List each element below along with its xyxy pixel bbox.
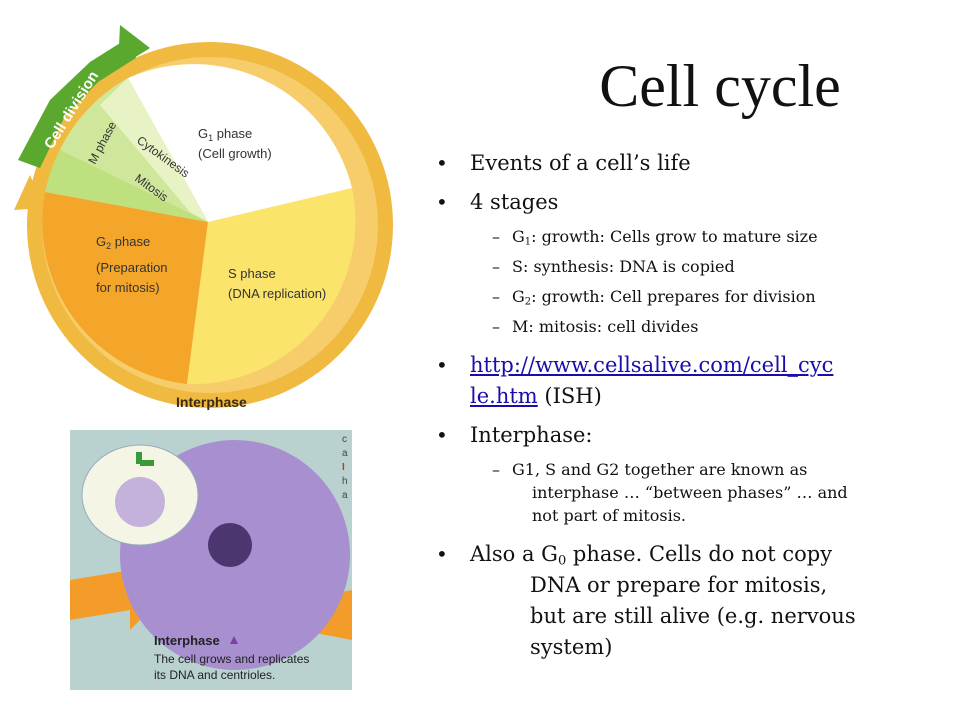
sub-dash: – — [492, 460, 500, 479]
cell-division-arrow — [18, 38, 136, 168]
sub-dash: – — [492, 287, 500, 306]
edge-text-1: a — [342, 448, 348, 459]
photo-caption-title: Interphase — [154, 633, 220, 648]
triangle-marker-icon — [230, 636, 238, 644]
bullet-dot: • — [436, 190, 448, 214]
micrograph-nucleus — [208, 523, 252, 567]
bullet-interphase: • Interphase: — [436, 420, 940, 451]
sub-dash: – — [492, 317, 500, 336]
sub-g2: – G2: growth: Cell prepares for division — [492, 287, 816, 308]
sub-interphase-def: – G1, S and G2 together are known as int… — [492, 460, 848, 525]
cytokinesis-sector — [100, 78, 208, 222]
g2-phase-desc-line2: for mitosis) — [96, 280, 160, 295]
g1-phase-desc: (Cell growth) — [198, 146, 272, 161]
g2-phase-desc-line1: (Preparation — [96, 260, 168, 275]
bullet-dot: • — [436, 542, 448, 566]
edge-text-4: a — [342, 490, 348, 501]
interphase-label: Interphase — [176, 394, 247, 410]
bullet-interphase-text: Interphase: — [470, 423, 593, 447]
s-phase-sector — [187, 188, 356, 385]
g2-phase-label: G2 phase — [96, 234, 150, 251]
bullet-dot: • — [436, 353, 448, 377]
sub-s: – S: synthesis: DNA is copied — [492, 257, 735, 276]
sub-dash: – — [492, 227, 500, 246]
page-title: Cell cycle — [599, 53, 841, 119]
bullet-list: • Events of a cell’s life • 4 stages – G… — [436, 140, 940, 663]
cell-cycle-diagram: Cell division M phase Cytokinesis Mitosi… — [14, 25, 393, 410]
edge-text-0: c — [342, 434, 347, 445]
bullet-g0: • Also a G0 phase. Cells do not copy DNA… — [436, 539, 940, 663]
g1-phase-sector — [128, 64, 352, 223]
bullet-stages: • 4 stages — [436, 187, 940, 218]
s-phase-desc: (DNA replication) — [228, 286, 326, 301]
g1-phase-label: G1 phase — [198, 126, 252, 143]
m-phase-sector — [45, 150, 208, 222]
bullet-dot: • — [436, 423, 448, 447]
sub-m: – M: mitosis: cell divides — [492, 317, 699, 336]
edge-text-2: I — [342, 462, 345, 473]
s-phase-label: S phase — [228, 266, 276, 281]
photo-caption-line2: its DNA and centrioles. — [154, 668, 275, 682]
edge-text-3: h — [342, 476, 348, 487]
cell-sketch-nucleus — [115, 477, 165, 527]
ring-arrow-tail — [14, 175, 44, 210]
bullet-events: • Events of a cell’s life — [436, 148, 940, 179]
bullet-stages-text: 4 stages — [470, 190, 559, 214]
sub-g1: – G1: growth: Cells grow to mature size — [492, 227, 818, 248]
bullet-dot: • — [436, 151, 448, 175]
photo-caption-line1: The cell grows and replicates — [154, 652, 309, 666]
g2-phase-sector — [42, 192, 208, 384]
bullet-events-text: Events of a cell’s life — [470, 151, 691, 175]
link-suffix: (ISH) — [537, 384, 602, 408]
cell-division-arrowhead — [118, 25, 150, 68]
interphase-photo: Interphase The cell grows and replicates… — [70, 430, 352, 690]
sub-dash: – — [492, 257, 500, 276]
interphase-illustration: Interphase The cell grows and replicates… — [70, 430, 352, 690]
